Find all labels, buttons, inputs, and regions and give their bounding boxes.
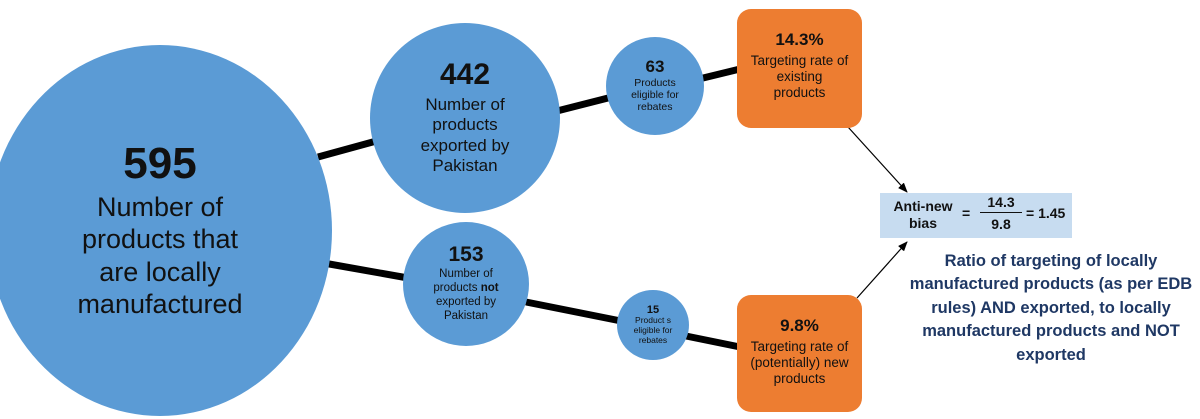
anti-new-bias-formula: Anti-new bias = 14.3 9.8 = 1.45 — [880, 193, 1072, 238]
formula-equals: = — [962, 205, 971, 221]
local-products-circle: 595 Number of products that are locally … — [0, 45, 332, 416]
arrow-new-to-formula — [856, 241, 908, 299]
eligible-new-circle: 15 Product s eligible for rebates — [617, 290, 689, 360]
rate-new-label: Targeting rate of (potentially) new prod… — [750, 338, 849, 387]
ratio-caption: Ratio of targeting of locally manufactur… — [909, 252, 1193, 364]
eligible-existing-count: 63 — [645, 57, 665, 77]
formula-numerator: 14.3 — [980, 194, 1022, 213]
exported-products-label: Number of products exported by Pakistan — [420, 94, 510, 176]
arrow-existing-to-formula — [847, 126, 908, 193]
formula-denominator: 9.8 — [991, 216, 1011, 232]
exported-products-count: 442 — [439, 58, 491, 92]
formula-label: Anti-new bias — [893, 198, 953, 231]
connector-local-not-exported — [317, 258, 409, 282]
rate-existing-box: 14.3% Targeting rate of existing product… — [737, 9, 862, 128]
local-products-label: Number of products that are locally manu… — [77, 191, 243, 319]
formula-result: = 1.45 — [1026, 205, 1066, 221]
eligible-existing-label: Products eligible for rebates — [631, 77, 679, 114]
eligible-new-label: Product s eligible for rebates — [633, 315, 673, 345]
not-exported-products-circle: 153 Number of products not exported by P… — [403, 222, 529, 346]
eligible-existing-circle: 63 Products eligible for rebates — [606, 37, 704, 135]
connector-not-exported-eligible — [525, 298, 622, 325]
rate-new-value: 9.8% — [780, 316, 819, 335]
not-exported-products-label: Number of products not exported by Pakis… — [418, 268, 514, 323]
not-exported-label-emphasis: not — [480, 282, 499, 295]
connector-local-exported — [317, 136, 381, 161]
connector-exported-eligible — [552, 93, 613, 116]
rate-existing-value: 14.3% — [775, 30, 824, 49]
rate-existing-label: Targeting rate of existing products — [750, 52, 849, 101]
eligible-new-count: 15 — [646, 303, 660, 316]
formula-fraction: 14.3 9.8 — [980, 194, 1022, 232]
exported-products-circle: 442 Number of products exported by Pakis… — [370, 23, 560, 213]
not-exported-products-count: 153 — [448, 243, 484, 267]
connector-eligible-rate-new — [685, 332, 741, 351]
rate-new-box: 9.8% Targeting rate of (potentially) new… — [737, 295, 862, 412]
local-products-count: 595 — [123, 138, 197, 188]
connector-eligible-rate-existing — [698, 65, 741, 83]
not-exported-label-start: Number of products — [433, 268, 493, 295]
not-exported-label-end: exported by Pakistan — [435, 296, 497, 322]
